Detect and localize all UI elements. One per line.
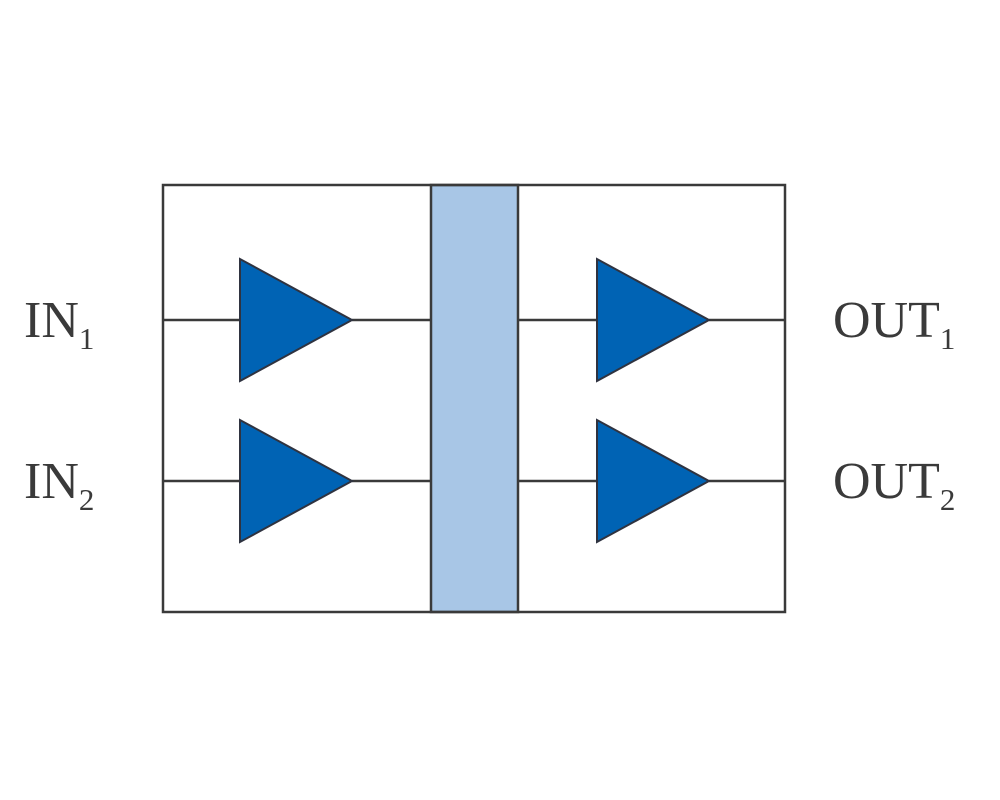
output-label-1: OUT1 (833, 292, 955, 356)
output-amplifier-2-icon (596, 418, 712, 544)
output-label-2-sub: 2 (940, 482, 956, 517)
input-label-1-base: IN (24, 292, 79, 349)
output-label-2: OUT2 (833, 453, 955, 517)
input-amplifier-1-icon (239, 257, 355, 383)
outer-frame (161, 183, 787, 614)
output-label-2-base: OUT (833, 453, 940, 510)
input-label-2-sub: 2 (79, 482, 95, 517)
output-label-1-sub: 1 (940, 321, 956, 356)
output-amplifier-1-icon (596, 257, 712, 383)
input-label-1-sub: 1 (79, 321, 95, 356)
center-bar (429, 183, 520, 614)
input-label-1: IN1 (24, 292, 94, 356)
input-label-2: IN2 (24, 453, 94, 517)
output-label-1-base: OUT (833, 292, 940, 349)
input-label-2-base: IN (24, 453, 79, 510)
input-amplifier-2-icon (239, 418, 355, 544)
